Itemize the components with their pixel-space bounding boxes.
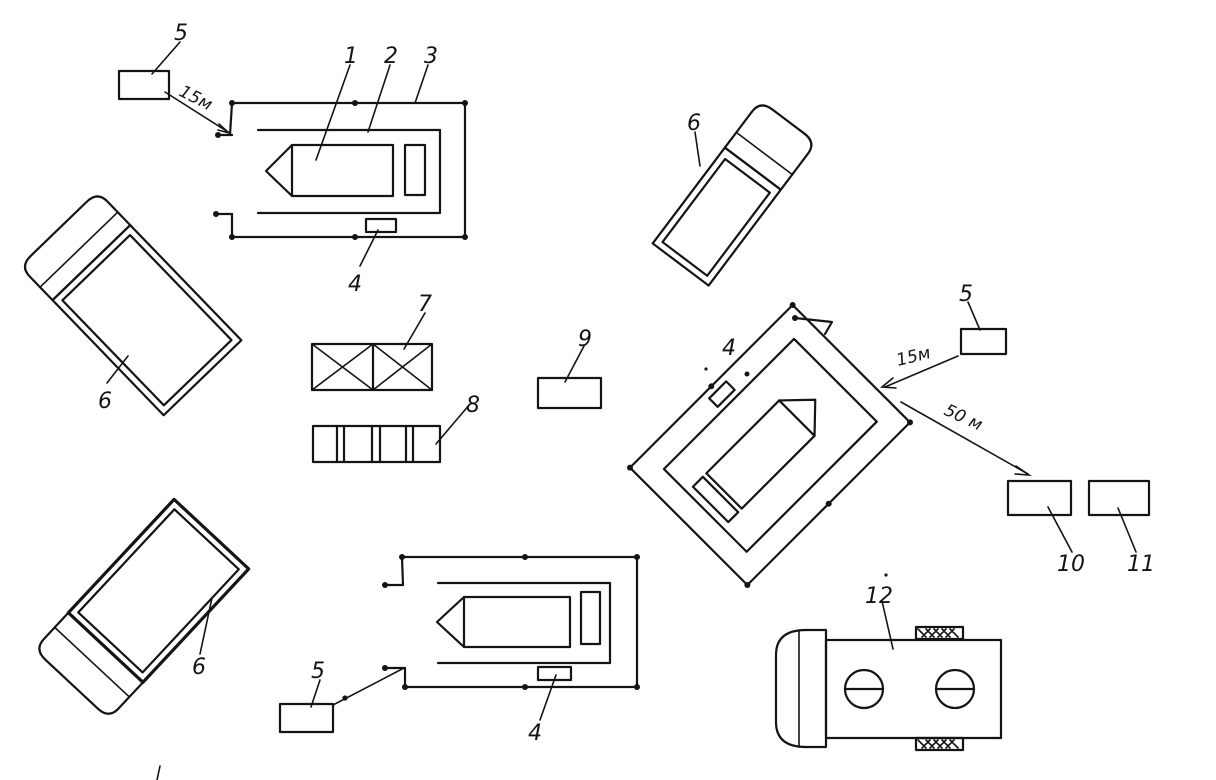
boat-hull-right xyxy=(705,398,817,510)
label-5-bottom: 5 xyxy=(311,659,325,684)
truck-6-left-middle xyxy=(23,195,243,417)
unit-5-right xyxy=(959,327,1008,356)
unit-4-right xyxy=(708,380,736,408)
label-4-right: 4 xyxy=(722,336,736,361)
dim-50m: 50 м xyxy=(941,400,986,435)
label-7: 7 xyxy=(418,292,432,317)
crates-7 xyxy=(310,342,434,392)
boat-engine-block xyxy=(403,143,427,197)
label-6-left: 6 xyxy=(98,389,112,414)
label-10: 10 xyxy=(1057,552,1085,577)
truck-6-top-right xyxy=(651,104,813,287)
boat-engine-block-right xyxy=(691,475,740,524)
label-5-right: 5 xyxy=(959,282,973,307)
label-12: 12 xyxy=(865,584,893,609)
truck-6-bottom-left xyxy=(38,497,251,715)
unit-10 xyxy=(1006,479,1073,517)
label-2: 2 xyxy=(384,44,398,69)
label-6-top-right: 6 xyxy=(687,111,701,136)
boat-hull-bottom xyxy=(435,595,572,649)
boat-hull xyxy=(264,143,395,198)
label-4-top: 4 xyxy=(348,272,362,297)
unit-5-top-left xyxy=(117,69,171,101)
unit-11 xyxy=(1087,479,1151,517)
unit-9 xyxy=(536,376,603,410)
label-4-bottom: 4 xyxy=(528,721,542,746)
bottom-enclosure xyxy=(382,554,640,690)
label-1: 1 xyxy=(344,44,358,69)
right-enclosure xyxy=(626,301,914,589)
label-8: 8 xyxy=(466,393,480,418)
top-enclosure xyxy=(213,100,468,240)
unit-4-top xyxy=(364,217,398,234)
label-3: 3 xyxy=(424,44,438,69)
dim-15m-right: 15м xyxy=(894,343,932,371)
leader-lines xyxy=(106,41,1137,721)
dim-15m-top: 15м xyxy=(176,82,216,116)
unit-5-bottom-left xyxy=(278,702,335,734)
label-11: 11 xyxy=(1127,552,1155,577)
boat-engine-block-bottom xyxy=(579,590,602,646)
label-9: 9 xyxy=(578,327,592,352)
vehicle-12 xyxy=(774,625,1003,752)
rack-8 xyxy=(311,424,442,464)
label-6-bottom-left: 6 xyxy=(192,655,206,680)
label-5-top-left: 5 xyxy=(174,21,188,46)
